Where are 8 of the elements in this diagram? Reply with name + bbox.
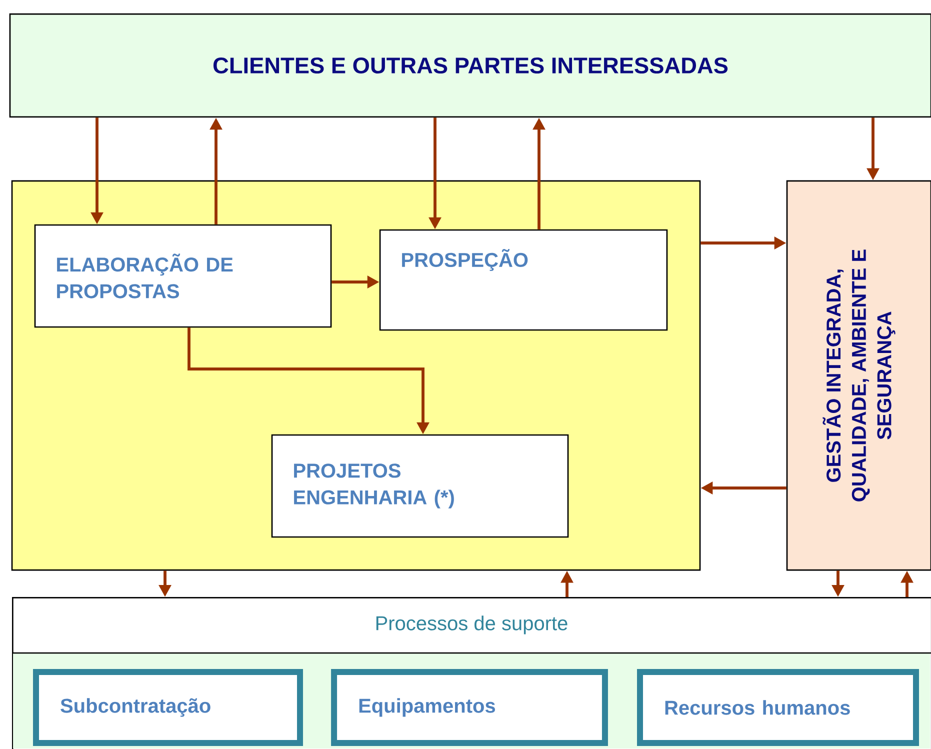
management-box: GESTÃO INTEGRADA, QUALIDADE, AMBIENTE E SEGURANÇA: [786, 180, 931, 571]
stakeholder-box: CLIENTES E OUTRAS PARTES INTERESSADAS: [9, 13, 931, 118]
process-box: PROJETOS ENGENHARIA (*): [271, 434, 569, 538]
process-box: ELABORAÇÃO DE PROPOSTAS: [34, 224, 332, 328]
support-box: Recursos humanos: [637, 669, 919, 746]
support-box: Equipamentos: [331, 669, 608, 746]
process-box: PROSPEÇÃO: [379, 229, 668, 331]
support-box: Subcontratação: [33, 669, 303, 746]
